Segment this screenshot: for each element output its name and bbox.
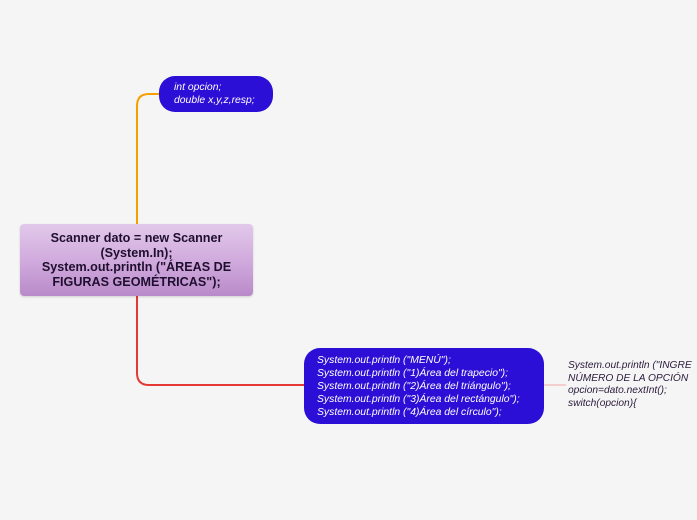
input-line: opcion=dato.nextInt(); bbox=[568, 385, 667, 397]
connector-root-to-variables bbox=[136, 93, 159, 224]
menu-node[interactable]: System.out.println ("MENÚ"); System.out.… bbox=[304, 348, 544, 424]
input-line: switch(opcion){ bbox=[568, 397, 637, 409]
variables-node[interactable]: int opcion; double x,y,z,resp; bbox=[159, 76, 273, 112]
menu-line: System.out.println ("4)Área del círculo"… bbox=[317, 406, 502, 418]
input-option-node[interactable]: System.out.println ("INGRE NÚMERO DE LA … bbox=[568, 360, 697, 410]
variables-line: double x,y,z,resp; bbox=[174, 95, 255, 106]
variables-line: int opcion; bbox=[174, 82, 222, 93]
menu-line: System.out.println ("2)Área del triángul… bbox=[317, 380, 511, 392]
input-line: NÚMERO DE LA OPCIÓN bbox=[568, 372, 689, 384]
root-line: Scanner dato = new Scanner bbox=[50, 231, 223, 245]
menu-line: System.out.println ("1)Área del trapecio… bbox=[317, 367, 509, 379]
root-node-scanner[interactable]: Scanner dato = new Scanner (System.In); … bbox=[20, 224, 253, 296]
connector-root-to-menu bbox=[136, 296, 304, 386]
root-line: FIGURAS GEOMÉTRICAS"); bbox=[52, 274, 221, 289]
root-line: (System.In); bbox=[100, 245, 173, 260]
menu-line: System.out.println ("3)Área del rectángu… bbox=[317, 393, 520, 405]
root-line: System.out.println ("ÁREAS DE bbox=[41, 260, 232, 274]
input-line: System.out.println ("INGRE bbox=[568, 360, 692, 371]
menu-line: System.out.println ("MENÚ"); bbox=[317, 354, 451, 366]
